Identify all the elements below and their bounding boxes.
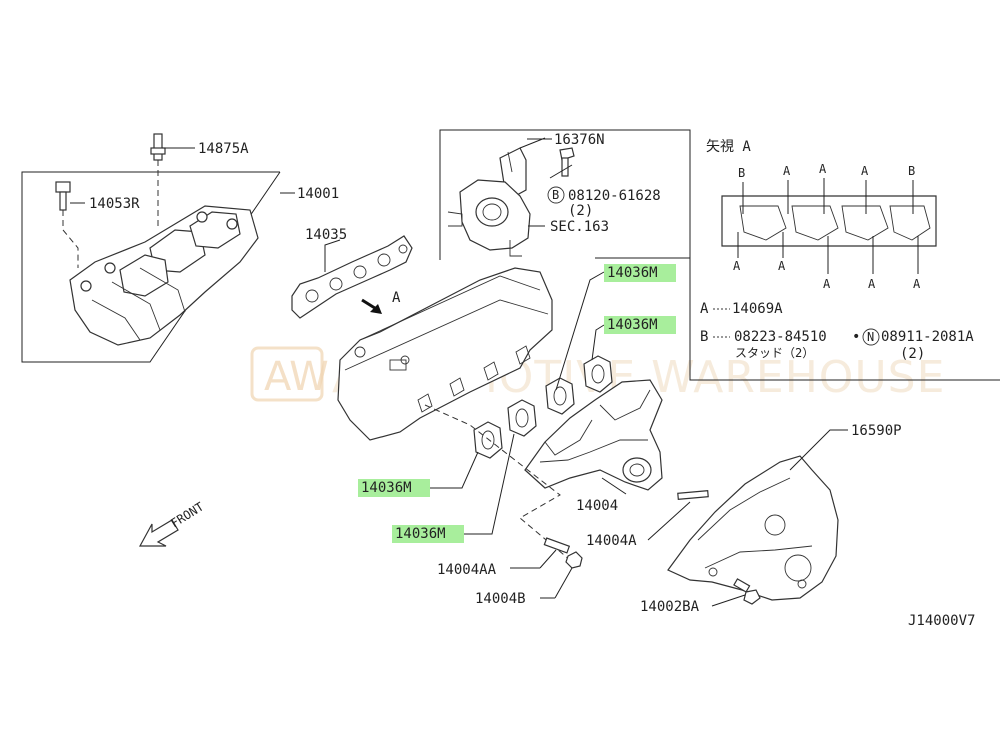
view-a-title: 矢視 A — [706, 139, 751, 155]
throttle-group — [439, 129, 691, 260]
leader-lines — [280, 138, 848, 607]
bolt-14002BA — [733, 578, 761, 605]
highlight-14036M-4 — [392, 525, 464, 543]
legend-b-value1: 08223-84510 — [734, 329, 827, 345]
view-a-bottom-marker: A — [913, 277, 921, 291]
label-front: FRONT — [168, 500, 206, 531]
throttle-chamber — [447, 179, 545, 257]
label-14036M-3[interactable]: 14036M — [361, 480, 412, 496]
label-14002BA[interactable]: 14002BA — [640, 599, 700, 615]
label-14004A[interactable]: 14004A — [586, 533, 637, 549]
label-14004AA[interactable]: 14004AA — [437, 562, 497, 578]
label-view-a-arrow: A — [392, 290, 401, 306]
legend-b-key: B — [700, 329, 708, 345]
diagram-code: J14000V7 — [908, 613, 975, 629]
view-a-arrow — [361, 298, 382, 314]
highlight-14036M-3 — [358, 479, 430, 497]
bolt-14053R — [55, 181, 85, 268]
exhaust-gasket-2 — [507, 399, 537, 437]
front-arrow: FRONT — [138, 500, 206, 547]
legend-b-symbol: N — [867, 330, 874, 344]
legend-b-note: スタッド（2） — [735, 346, 814, 360]
legend-b-value2: 08911-2081A — [881, 329, 974, 345]
highlight-14036M-2 — [604, 316, 676, 334]
exhaust-manifold — [524, 379, 663, 491]
watermark-logo: AW — [264, 354, 329, 400]
label-14036M-4[interactable]: 14036M — [395, 526, 446, 542]
label-08120-61628[interactable]: 08120-61628 — [568, 188, 661, 204]
nut-14004B — [565, 551, 583, 569]
front-arrow-icon — [138, 519, 179, 547]
label-14004B[interactable]: 14004B — [475, 591, 526, 607]
view-a-top-marker: B — [908, 164, 915, 178]
view-a-top-marker: A — [783, 164, 791, 178]
label-14036M-1[interactable]: 14036M — [607, 265, 658, 281]
view-a-panel: 矢視 A B A A A B A A A A A A 14069A B — [689, 130, 1000, 381]
view-a-frame — [689, 130, 1000, 381]
exhaust-gasket-3 — [545, 377, 575, 415]
label-14053R[interactable]: 14053R — [89, 196, 140, 212]
view-a-top-marker: A — [861, 164, 869, 178]
intake-gasket-14035 — [291, 235, 413, 319]
view-a-top-marker: A — [819, 162, 827, 176]
legend-a-value: 14069A — [732, 301, 783, 317]
label-sec-163[interactable]: SEC.163 — [550, 219, 609, 235]
bolt-symbol-b: B — [552, 188, 559, 202]
exhaust-gasket-4 — [583, 355, 613, 393]
label-14036M-2[interactable]: 14036M — [607, 317, 658, 333]
label-14035[interactable]: 14035 — [305, 227, 347, 243]
view-a-bottom-marker: A — [868, 277, 876, 291]
label-14004[interactable]: 14004 — [576, 498, 618, 514]
stud-14004A — [677, 490, 709, 500]
view-a-top-marker: B — [738, 166, 745, 180]
legend-b-qty: (2) — [900, 346, 925, 362]
label-08120-qty: (2) — [568, 203, 593, 219]
exhaust-gaskets — [473, 355, 613, 459]
stud-14004AA — [543, 537, 571, 554]
bolt-08120-61628 — [549, 147, 575, 179]
view-a-bottom-marker: A — [778, 259, 786, 273]
view-a-bottom-marker: A — [823, 277, 831, 291]
label-14001[interactable]: 14001 — [297, 186, 339, 202]
view-a-bottom-marker: A — [733, 259, 741, 273]
label-14875A[interactable]: 14875A — [198, 141, 249, 157]
guide-line-lower — [424, 404, 571, 561]
cylinder-head — [337, 267, 553, 441]
intake-manifold-group — [21, 133, 281, 363]
legend-b-sep: • — [852, 329, 860, 345]
intake-manifold — [69, 205, 259, 346]
legend-a-key: A — [700, 301, 709, 317]
stud-14875A — [150, 133, 195, 228]
exhaust-gasket-1 — [473, 421, 503, 459]
heat-shield — [667, 455, 839, 601]
label-16376N[interactable]: 16376N — [554, 132, 605, 148]
label-16590P[interactable]: 16590P — [851, 423, 902, 439]
highlight-14036M-1 — [604, 264, 676, 282]
